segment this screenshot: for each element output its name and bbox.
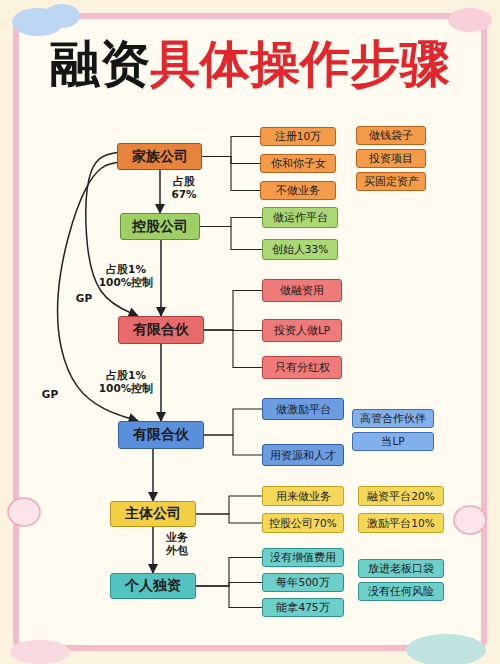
edge-label: GP <box>38 388 62 401</box>
node-text: 有限合伙 <box>133 322 189 338</box>
note-box: 你和你子女 <box>260 154 336 173</box>
note-box: 注册10万 <box>260 127 336 146</box>
cloud-decoration <box>8 4 492 664</box>
note-box: 不做业务 <box>260 181 336 200</box>
node-text: 做激励平台 <box>276 403 331 415</box>
entity-box: 控股公司 <box>120 213 200 240</box>
branch-line <box>202 157 260 191</box>
branch-line <box>204 291 262 331</box>
diagram-title: 融资具体操作步骤 <box>50 34 450 94</box>
node-text: 融资平台20% <box>367 490 434 502</box>
entity-box: 家族公司 <box>117 143 202 170</box>
cloud-blob <box>448 8 492 32</box>
note-box: 融资平台20% <box>358 486 444 506</box>
arrow-connector <box>152 527 154 573</box>
node-text: 投资项目 <box>369 152 413 164</box>
node-text: 没有增值费用 <box>270 551 336 563</box>
cloud-blob <box>10 640 70 664</box>
note-box: 只有分红权 <box>262 356 342 379</box>
node-text: 做融资用 <box>280 284 324 296</box>
node-text: 你和你子女 <box>271 157 326 169</box>
arrow-connector <box>159 170 161 213</box>
node-text: 做运作平台 <box>273 211 328 223</box>
connector-layer <box>58 137 262 608</box>
note-box: 做钱袋子 <box>356 126 426 145</box>
note-box: 放进老板口袋 <box>358 559 444 578</box>
branch-line <box>196 514 262 523</box>
node-text: 有限合伙 <box>133 427 189 443</box>
node-text: 没有任何风险 <box>368 585 434 597</box>
note-box: 做运作平台 <box>262 207 338 228</box>
node-text: 投资人做LP <box>274 324 330 336</box>
note-box: 控股公司70% <box>262 513 344 533</box>
node-text: 家族公司 <box>132 149 188 165</box>
note-box: 激励平台10% <box>358 513 444 533</box>
node-text: 控股公司 <box>132 219 188 235</box>
cloud-blob <box>8 498 40 526</box>
branch-line <box>200 227 262 250</box>
note-box: 没有任何风险 <box>358 582 444 601</box>
note-box: 买固定资产 <box>356 172 426 191</box>
note-box: 能拿475万 <box>262 598 344 617</box>
branch-line <box>196 496 262 514</box>
note-box: 高管合作伙伴 <box>352 409 434 428</box>
node-text: 控股公司70% <box>269 517 336 529</box>
note-box: 做激励平台 <box>262 398 344 420</box>
branch-line <box>204 330 262 368</box>
node-text: 能拿475万 <box>276 601 329 613</box>
note-box: 每年500万 <box>262 573 344 592</box>
node-text: 用资源和人才 <box>270 449 336 461</box>
node-text: 当LP <box>381 435 404 447</box>
edge-label: 占股1% 100%控制 <box>96 369 156 394</box>
node-text: 买固定资产 <box>364 175 419 187</box>
note-box: 用来做业务 <box>262 486 344 506</box>
node-text: 主体公司 <box>125 506 181 522</box>
cloud-blob <box>44 4 80 28</box>
note-box: 投资项目 <box>356 149 426 168</box>
node-text: 注册10万 <box>275 130 321 142</box>
entity-box: 主体公司 <box>110 501 196 527</box>
branch-line <box>204 435 262 455</box>
entity-box: 有限合伙 <box>118 316 204 344</box>
edge-label: 占股 67% <box>166 175 202 200</box>
branch-line <box>200 218 262 227</box>
branch-line <box>202 137 260 157</box>
arrow-connector <box>160 240 162 316</box>
note-box: 没有增值费用 <box>262 548 344 567</box>
node-text: 做钱袋子 <box>369 129 413 141</box>
node-text: 用来做业务 <box>276 490 331 502</box>
branch-line <box>196 558 262 587</box>
arrow-connector <box>152 449 154 501</box>
cloud-blob <box>406 634 486 664</box>
edge-label: GP <box>72 292 96 305</box>
note-box: 投资人做LP <box>262 319 342 342</box>
node-text: 每年500万 <box>276 576 329 588</box>
node-text: 个人独资 <box>125 578 181 594</box>
note-box: 用资源和人才 <box>262 444 344 466</box>
node-text: 不做业务 <box>276 184 320 196</box>
branch-line <box>204 409 262 435</box>
edge-label: 占股1% 100%控制 <box>96 263 156 288</box>
entity-box: 个人独资 <box>110 573 196 599</box>
cloud-blob <box>454 506 486 534</box>
note-box: 创始人33% <box>262 239 338 260</box>
edge-label: 业务 外包 <box>162 531 192 556</box>
node-text: 激励平台10% <box>367 517 434 529</box>
note-box: 做融资用 <box>262 279 342 302</box>
arrow-connector <box>160 344 162 421</box>
entity-box: 有限合伙 <box>118 421 204 449</box>
node-text: 只有分红权 <box>275 361 330 373</box>
node-text: 高管合作伙伴 <box>360 412 426 424</box>
node-text: 创始人33% <box>272 243 328 255</box>
page-frame <box>16 16 484 648</box>
note-box: 当LP <box>352 432 434 451</box>
branch-line <box>196 586 262 608</box>
node-text: 放进老板口袋 <box>368 562 434 574</box>
